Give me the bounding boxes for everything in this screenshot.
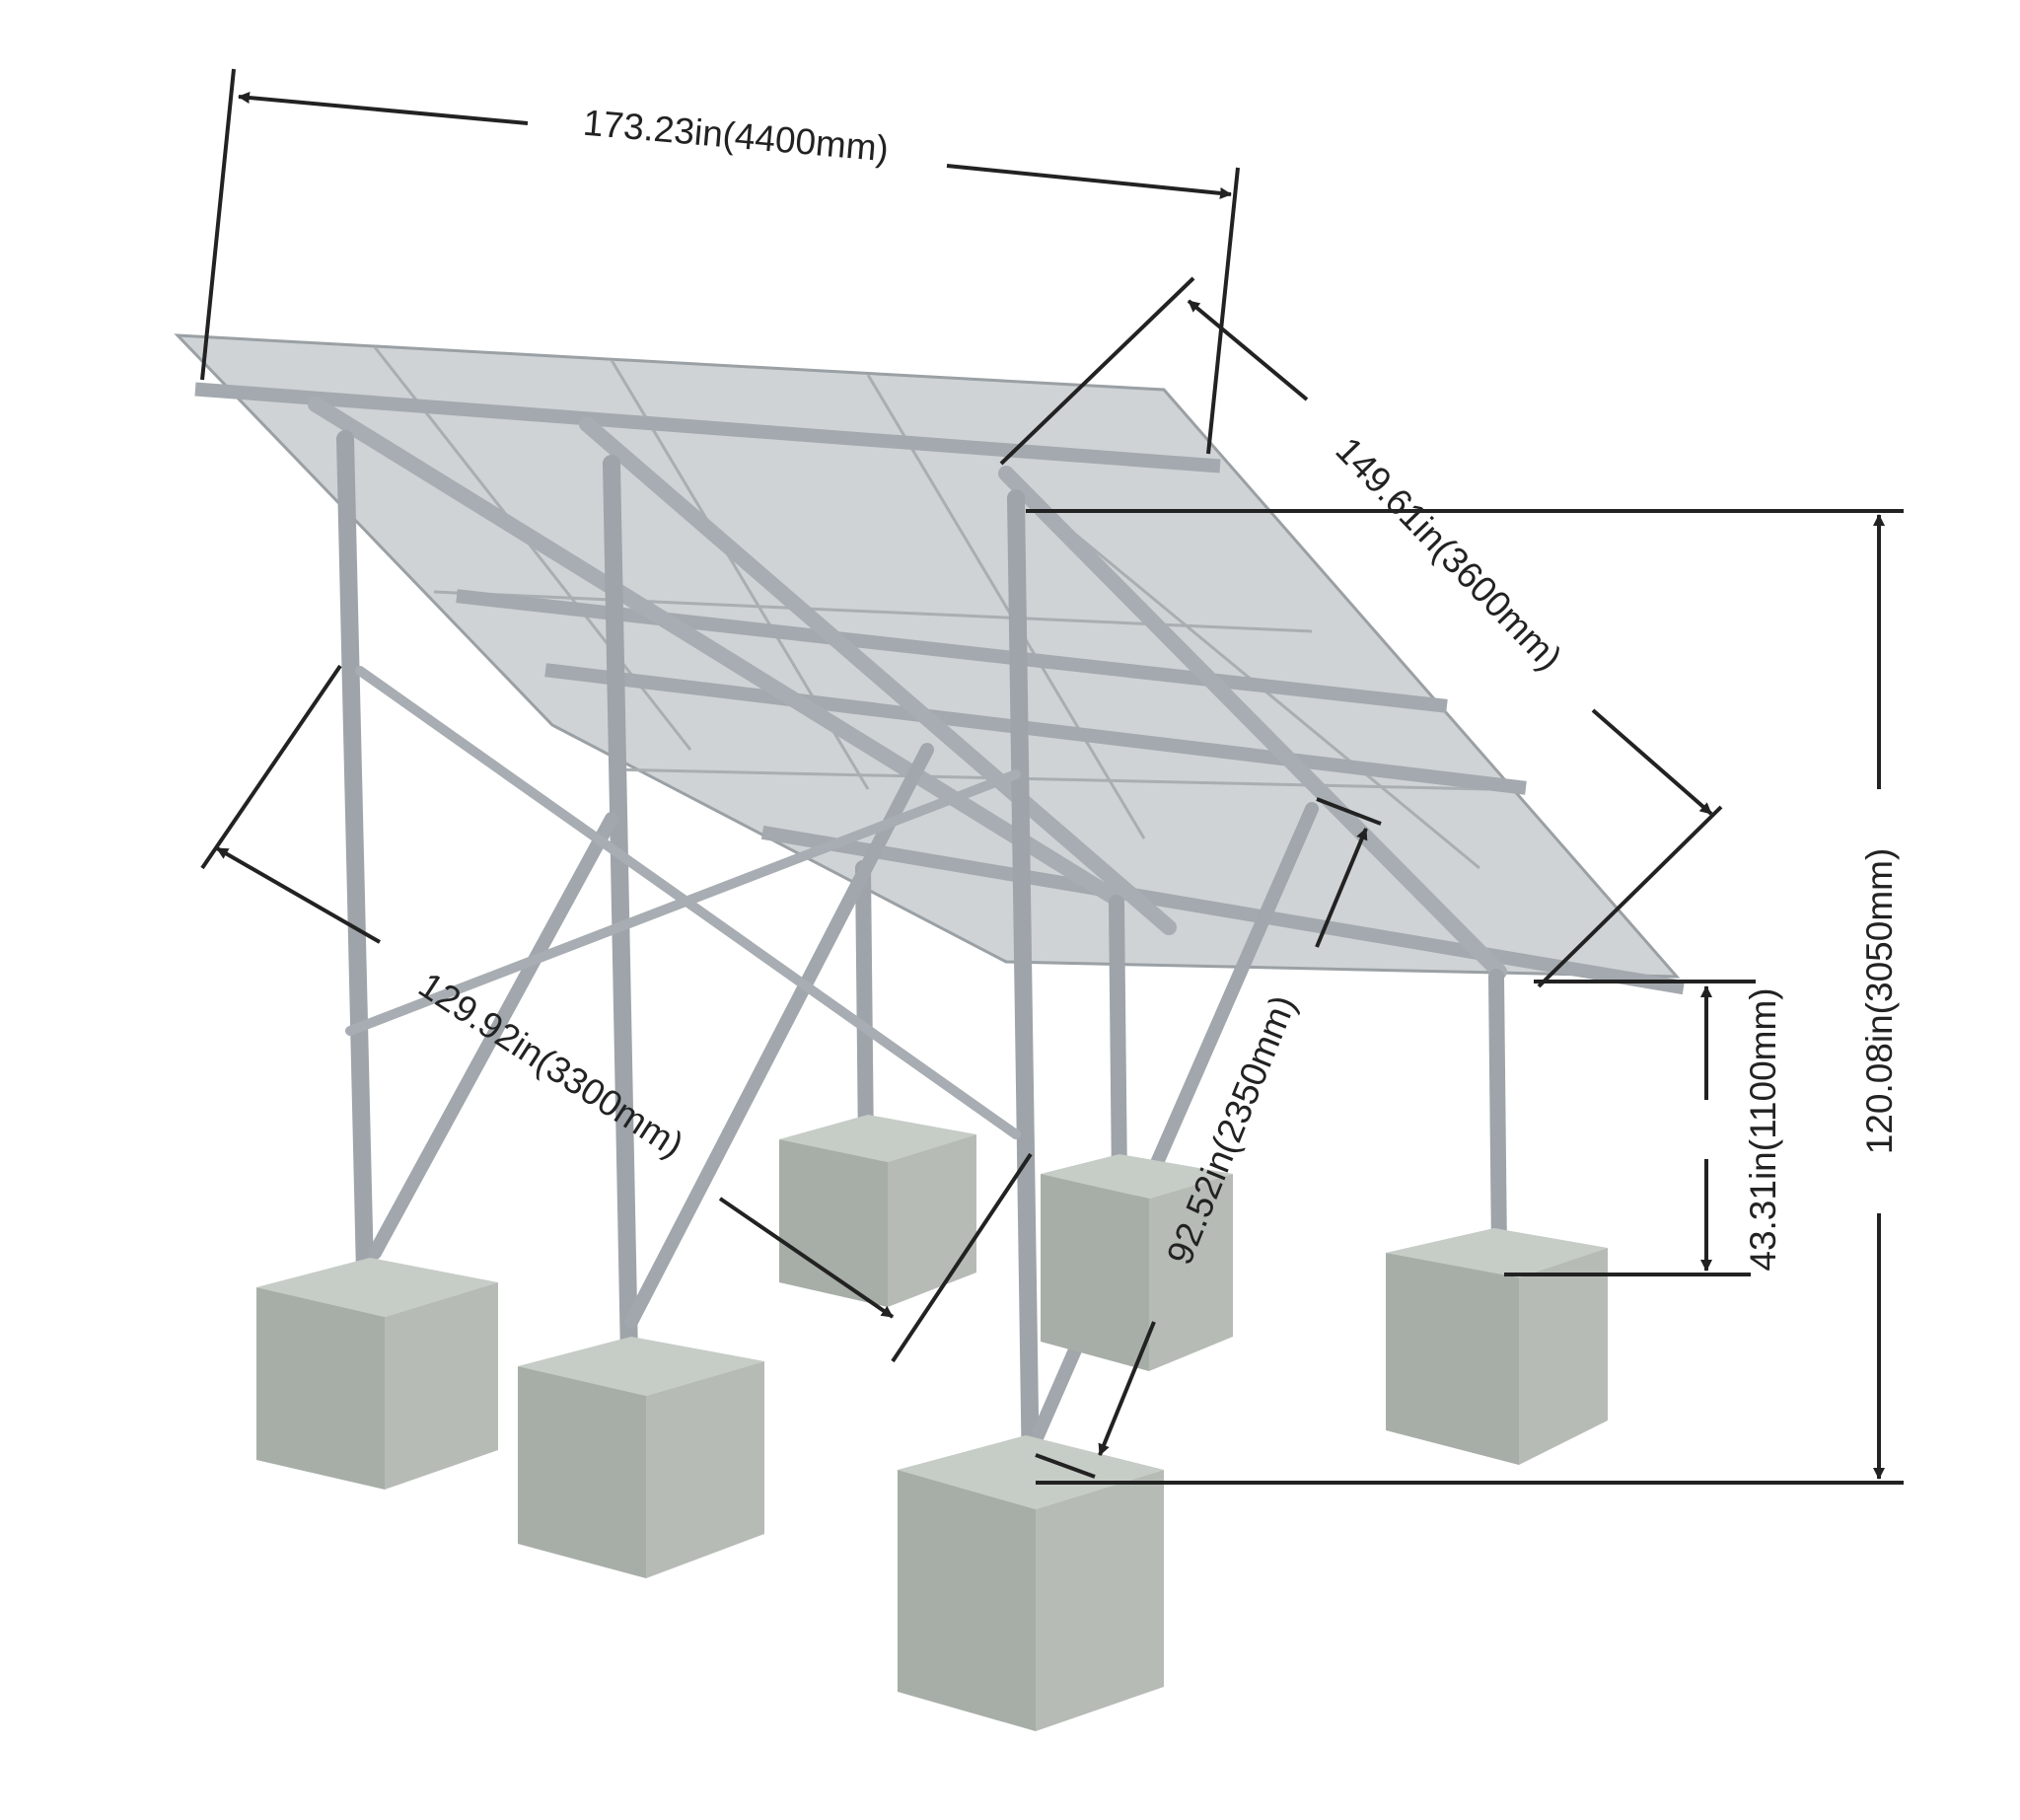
rear-post-middle: [603, 455, 638, 1365]
dim-slope-arrow-bottom: [1591, 708, 1713, 816]
dim-brace-extension-top: [1316, 797, 1382, 826]
sloped-beams: [308, 397, 1507, 980]
rear-post-left: [336, 430, 374, 1281]
dim-slope-extension-bottom: [1537, 805, 1723, 988]
dim-top-arrow-right: [946, 164, 1232, 199]
dim-brace-extension-bottom: [1035, 1453, 1096, 1479]
dim-slope-extension-top: [999, 276, 1195, 466]
rear-post-right: [1007, 489, 1040, 1489]
dim-brace-arrow-top: [1315, 828, 1368, 948]
dim-base-arrow-right: [718, 1197, 895, 1319]
concrete-block-rear-left: [256, 1258, 498, 1490]
top-rails: [194, 382, 1686, 995]
dim-top-arrow-left: [238, 92, 529, 125]
front-post-left: [855, 860, 874, 1157]
diagonal-brace-2: [624, 743, 934, 1329]
cross-brace-2: [345, 769, 1021, 1036]
front-post-right: [1488, 969, 1507, 1261]
concrete-block-front-left: [898, 1435, 1164, 1731]
diagonal-brace-1: [368, 812, 618, 1260]
dim-top-extension-right: [1206, 167, 1240, 455]
label-front-height: 43.31in(1100mm): [1743, 987, 1783, 1271]
label-top-width: 173.23in(4400mm): [582, 103, 891, 170]
label-total-height: 120.08in(3050mm): [1859, 848, 1900, 1155]
dim-top-extension-left: [200, 68, 236, 381]
concrete-block-rear-right: [779, 1115, 976, 1307]
concrete-block-front-right: [1386, 1228, 1608, 1465]
concrete-block-rear-middle: [518, 1337, 764, 1578]
label-base-depth: 129.92in(3300mm): [411, 965, 690, 1166]
dim-base-extension-right: [891, 1152, 1033, 1363]
dim-brace-arrow-bottom: [1098, 1321, 1156, 1456]
dim-base-arrow-left: [216, 846, 381, 944]
panel-surface: [174, 333, 1681, 979]
dim-base-extension-left: [200, 664, 342, 870]
front-post-middle: [1109, 895, 1127, 1192]
dim-slope-arrow-top: [1187, 299, 1309, 401]
panel-array: [174, 333, 1686, 995]
concrete-block-front-middle: [1041, 1154, 1233, 1371]
dimension-lines: [200, 68, 1904, 1485]
